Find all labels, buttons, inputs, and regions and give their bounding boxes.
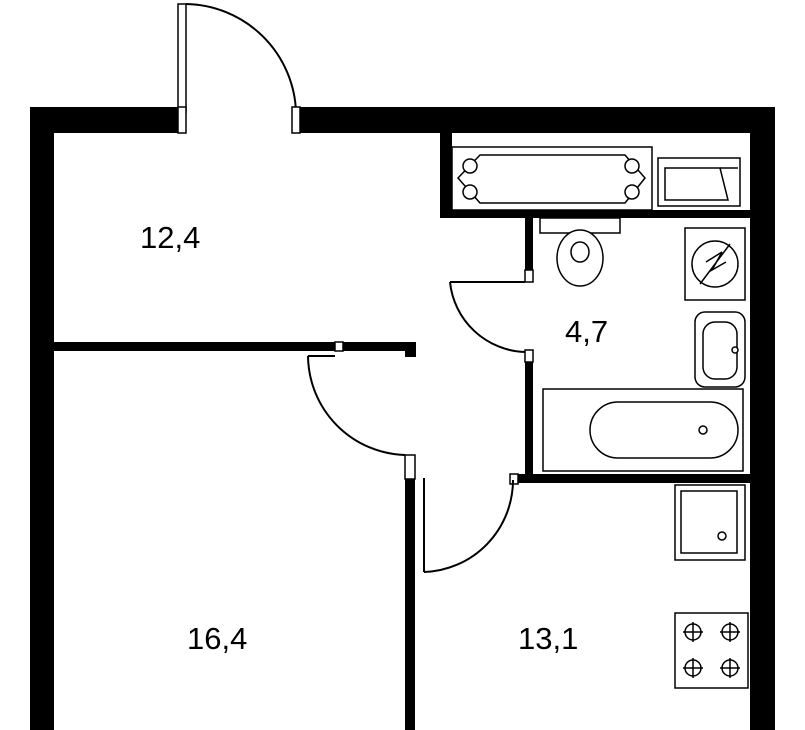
top-wall-right [300, 107, 775, 133]
room-area-bathroom: 4,7 [565, 314, 608, 349]
hall-bedroom-wall [54, 342, 416, 351]
kitchen-sink-icon [674, 484, 746, 561]
entrance-door-icon [177, 3, 301, 134]
sink-icon [694, 311, 746, 388]
toilet-icon [539, 217, 621, 287]
upper-bath-fixture-icon [451, 146, 653, 211]
top-wall-left [30, 107, 178, 133]
bedroom-kitchen-wall [405, 478, 415, 730]
bath-bottom-wall [515, 474, 750, 483]
washing-machine-icon [684, 227, 746, 301]
bath-left-wall-bottom [525, 360, 533, 478]
kitchen-door-icon [423, 478, 514, 573]
right-wall [750, 107, 775, 730]
outer-walls [30, 107, 775, 730]
room-area-kitchen: 13,1 [518, 621, 578, 656]
bathroom-door-icon [449, 281, 526, 353]
room-area-bedroom: 16,4 [187, 621, 247, 656]
interior-walls [54, 133, 750, 730]
room-area-hall: 12,4 [140, 220, 200, 255]
bedroom-door-icon [307, 341, 406, 456]
bath-top-wall [440, 210, 750, 218]
left-wall [30, 107, 54, 730]
bathtub-icon [542, 388, 744, 472]
washbasin-top-icon [657, 157, 741, 207]
bath-top-left-wall [440, 133, 452, 218]
stove-icon [674, 612, 749, 689]
bath-left-wall-top [525, 218, 533, 273]
